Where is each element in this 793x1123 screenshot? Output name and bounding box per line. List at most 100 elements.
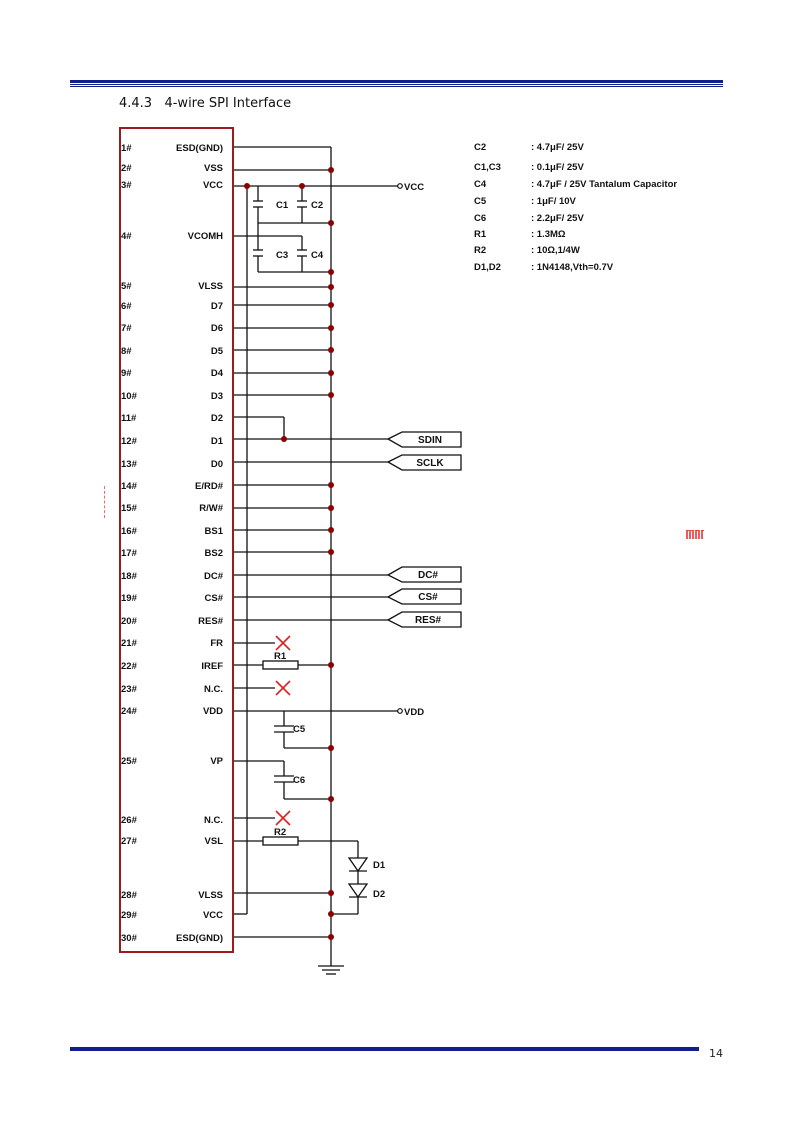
pin-name: FR — [210, 638, 223, 649]
pin-number: 3# — [121, 180, 132, 191]
pin-number: 16# — [121, 526, 137, 537]
pin-name: E/RD# — [195, 481, 223, 492]
pin-name: D3 — [210, 391, 223, 402]
flag-sdin: SDIN — [418, 435, 442, 446]
pin-number: 26# — [121, 815, 137, 826]
diode-d2 — [347, 883, 369, 899]
legend-component-name: D1,D2 — [474, 262, 501, 273]
oled-module-connector — [119, 127, 234, 953]
pin-name: IREF — [201, 661, 223, 672]
pin-name: VP — [210, 756, 223, 767]
legend-component-name: R2 — [474, 245, 487, 256]
pin-name: R/W# — [199, 503, 223, 514]
pin-name: D5 — [210, 346, 223, 357]
pin-number: 28# — [121, 890, 137, 901]
legend-component-value: : 1.3MΩ — [531, 229, 566, 240]
pin-name: VLSS — [198, 281, 223, 292]
label-c2: C2 — [311, 200, 323, 211]
label-r2: R2 — [274, 827, 286, 838]
pin-number: 15# — [121, 503, 137, 514]
pin-number: 17# — [121, 548, 137, 559]
junction-dots — [244, 167, 334, 940]
pin-number: 13# — [121, 459, 137, 470]
label-c5: C5 — [293, 724, 306, 735]
pin-number: 9# — [121, 368, 132, 379]
vdd-terminal — [397, 708, 403, 714]
pin-name: VCC — [202, 910, 223, 921]
pin-number: 30# — [121, 933, 137, 944]
legend-component-value: : 1μF/ 10V — [531, 196, 576, 207]
flag-sclk: SCLK — [416, 458, 444, 469]
pin-name: DC# — [203, 571, 223, 582]
pin-number: 6# — [121, 301, 132, 312]
pin-name: D4 — [210, 368, 223, 379]
legend-component-name: C5 — [474, 196, 487, 207]
header-rule-thin — [70, 86, 723, 87]
pin-number: 7# — [121, 323, 132, 334]
footer-rule — [70, 1047, 699, 1051]
legend-component-name: R1 — [474, 229, 487, 240]
pin-name: D0 — [210, 459, 223, 470]
legend-component-name: C4 — [474, 179, 487, 190]
label-d2: D2 — [373, 889, 385, 900]
pin-number: 22# — [121, 661, 137, 672]
pin-name: VSS — [203, 163, 223, 174]
flag-cs: CS# — [418, 592, 438, 603]
resistor-r2 — [262, 836, 299, 846]
header-rule-mid — [70, 84, 723, 85]
margin-mark — [104, 486, 108, 518]
pin-name: VDD — [202, 706, 223, 717]
pin-name: D1 — [210, 436, 223, 447]
pin-name: N.C. — [204, 684, 223, 695]
pin-name: BS2 — [204, 548, 223, 559]
pin-name: VCOMH — [187, 231, 223, 242]
legend-component-value: : 2.2μF/ 25V — [531, 213, 584, 224]
section-title: 4.4.3 4-wire SPI Interface — [119, 96, 292, 111]
pin-name: RES# — [198, 616, 223, 627]
flag-res: RES# — [415, 615, 442, 626]
legend-component-name: C2 — [474, 142, 487, 153]
legend-component-name: C1,C3 — [474, 162, 501, 173]
label-c3: C3 — [276, 250, 288, 261]
legend-component-name: C6 — [474, 213, 487, 224]
resistor-r1 — [262, 660, 299, 670]
pin-name: D6 — [210, 323, 223, 334]
pin-number: 23# — [121, 684, 137, 695]
pin-name: CS# — [204, 593, 223, 604]
pin-number: 27# — [121, 836, 137, 847]
pin-number: 1# — [121, 143, 132, 154]
margin-mark — [686, 530, 704, 539]
header-rule-thick — [70, 80, 723, 83]
signal-flags — [386, 431, 462, 628]
legend-component-value: : 4.7μF/ 25V — [531, 142, 584, 153]
pin-name: D7 — [210, 301, 223, 312]
pin-number: 29# — [121, 910, 137, 921]
pin-number: 19# — [121, 593, 137, 604]
pin-name: D2 — [210, 413, 223, 424]
resistors — [262, 660, 299, 846]
wires — [234, 146, 398, 975]
diode-d1 — [347, 857, 369, 873]
pin-number: 8# — [121, 346, 132, 357]
legend-component-value: : 1N4148,Vth=0.7V — [531, 262, 614, 273]
label-vcc-rail: VCC — [404, 182, 424, 193]
pin-number: 12# — [121, 436, 137, 447]
pin-number: 4# — [121, 231, 132, 242]
legend-component-value: : 10Ω,1/4W — [531, 245, 580, 256]
label-r1: R1 — [274, 651, 287, 662]
rail-terminals — [397, 183, 403, 714]
flag-dc: DC# — [418, 570, 438, 581]
pin-number: 25# — [121, 756, 137, 767]
legend-component-value: : 4.7μF / 25V Tantalum Capacitor — [531, 179, 678, 190]
pin-name: ESD(GND) — [176, 143, 223, 154]
pin-number: 21# — [121, 638, 137, 649]
label-c4: C4 — [311, 250, 324, 261]
pin-name: ESD(GND) — [176, 933, 223, 944]
vcc-terminal — [397, 183, 403, 189]
pin-name: N.C. — [204, 815, 223, 826]
page-number: 14 — [709, 1047, 723, 1060]
pin-number: 24# — [121, 706, 137, 717]
pin-name: VLSS — [198, 890, 223, 901]
pin-number: 14# — [121, 481, 137, 492]
